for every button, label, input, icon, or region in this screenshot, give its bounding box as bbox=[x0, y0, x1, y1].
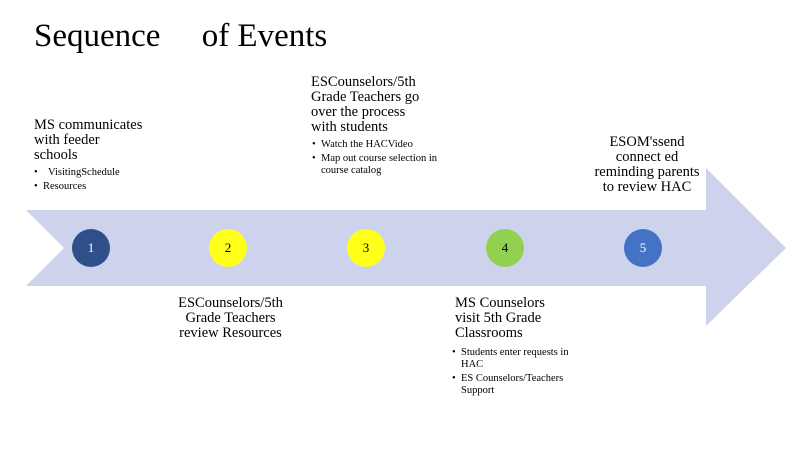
step-1-text: MS communicates with feeder schools Visi… bbox=[34, 118, 184, 195]
step-2-line: ESCounselors/5th bbox=[178, 295, 283, 311]
step-2-circle: 2 bbox=[209, 229, 247, 267]
step-3-text: ESCounselors/5th Grade Teachers go over … bbox=[311, 75, 441, 179]
step-1-line: with feeder bbox=[34, 132, 100, 148]
step-5-line: connect ed bbox=[615, 149, 679, 165]
step-4-bullets: Students enter requests in HAC ES Counse… bbox=[452, 347, 591, 397]
step-3-line: with students bbox=[311, 119, 388, 135]
step-3-line: over the process bbox=[311, 104, 406, 120]
step-3-bullets: Watch the HACVideo Map out course select… bbox=[312, 139, 441, 177]
step-4-line: Classrooms bbox=[455, 325, 523, 341]
step-5-line: reminding parents bbox=[594, 164, 700, 180]
step-1-bullet: Resources bbox=[34, 181, 184, 193]
step-5-text: ESOM'ssend connect ed reminding parents … bbox=[572, 135, 722, 195]
step-4-bullet: Students enter requests in HAC bbox=[452, 347, 591, 371]
step-1-line: schools bbox=[34, 147, 78, 163]
step-3-line: Grade Teachers go bbox=[311, 89, 420, 105]
step-5-line: to review HAC bbox=[602, 179, 692, 195]
step-3-bullet: Watch the HACVideo bbox=[312, 139, 441, 151]
step-1-line: MS communicates bbox=[34, 117, 143, 133]
step-5-heading: ESOM'ssend connect ed reminding parents … bbox=[572, 135, 722, 195]
step-2-line: Grade Teachers bbox=[185, 310, 276, 326]
step-3-bullet: Map out course selection in course catal… bbox=[312, 153, 441, 177]
step-4-bullet: ES Counselors/Teachers Support bbox=[452, 373, 591, 397]
step-3-circle: 3 bbox=[347, 229, 385, 267]
step-2-line: review Resources bbox=[179, 325, 282, 341]
step-4-heading: MS Counselors visit 5th Grade Classrooms bbox=[451, 296, 591, 341]
step-1-bullets: VisitingSchedule Resources bbox=[34, 167, 184, 193]
step-1-heading: MS communicates with feeder schools bbox=[34, 118, 184, 163]
step-3-heading: ESCounselors/5th Grade Teachers go over … bbox=[311, 75, 441, 135]
timeline-arrow-shape bbox=[26, 168, 786, 326]
step-5-line: ESOM'ssend bbox=[609, 134, 685, 150]
step-4-line: visit 5th Grade bbox=[455, 310, 542, 326]
step-4-circle: 4 bbox=[486, 229, 524, 267]
step-2-text: ESCounselors/5th Grade Teachers review R… bbox=[168, 296, 293, 341]
step-4-text: MS Counselors visit 5th Grade Classrooms… bbox=[451, 296, 591, 399]
step-4-line: MS Counselors bbox=[455, 295, 545, 311]
step-2-heading: ESCounselors/5th Grade Teachers review R… bbox=[168, 296, 293, 341]
step-3-line: ESCounselors/5th bbox=[311, 74, 416, 90]
step-1-circle: 1 bbox=[72, 229, 110, 267]
page-title: Sequence of Events bbox=[34, 18, 328, 54]
step-5-circle: 5 bbox=[624, 229, 662, 267]
step-1-bullet: VisitingSchedule bbox=[34, 167, 184, 179]
